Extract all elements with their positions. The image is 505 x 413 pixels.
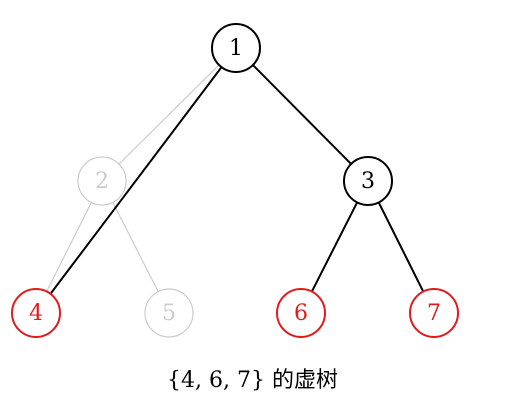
edge-layer bbox=[46, 64, 425, 295]
node-label-3: 3 bbox=[361, 169, 375, 194]
tree-node-6: 6 bbox=[276, 288, 326, 338]
tree-node-3: 3 bbox=[343, 156, 393, 206]
node-label-4: 4 bbox=[29, 301, 43, 326]
diagram-caption: {4, 6, 7} 的虚树 bbox=[167, 368, 338, 393]
edge-1-4 bbox=[49, 66, 223, 295]
node-label-2: 2 bbox=[95, 169, 109, 194]
tree-node-7: 7 bbox=[409, 288, 459, 338]
tree-node-1: 1 bbox=[211, 23, 261, 73]
node-circle-3 bbox=[343, 156, 393, 206]
edge-1-2 bbox=[118, 64, 220, 165]
node-circle-5 bbox=[144, 288, 194, 338]
tree-node-5: 5 bbox=[144, 288, 194, 338]
node-circle-6 bbox=[276, 288, 326, 338]
node-label-6: 6 bbox=[294, 301, 308, 326]
node-label-7: 7 bbox=[427, 301, 441, 326]
edge-3-6 bbox=[310, 201, 359, 293]
node-layer: 1 2 3 4 5 6 7 bbox=[11, 23, 459, 338]
node-circle-7 bbox=[409, 288, 459, 338]
node-circle-1 bbox=[211, 23, 261, 73]
node-label-5: 5 bbox=[162, 301, 176, 326]
edge-2-4 bbox=[46, 202, 92, 292]
edge-3-7 bbox=[377, 202, 425, 292]
node-circle-4 bbox=[11, 288, 61, 338]
edge-1-3 bbox=[252, 64, 352, 165]
node-label-1: 1 bbox=[229, 36, 243, 61]
tree-node-2: 2 bbox=[77, 156, 127, 206]
node-circle-2 bbox=[77, 156, 127, 206]
tree-node-4: 4 bbox=[11, 288, 61, 338]
edge-2-5 bbox=[112, 202, 159, 292]
